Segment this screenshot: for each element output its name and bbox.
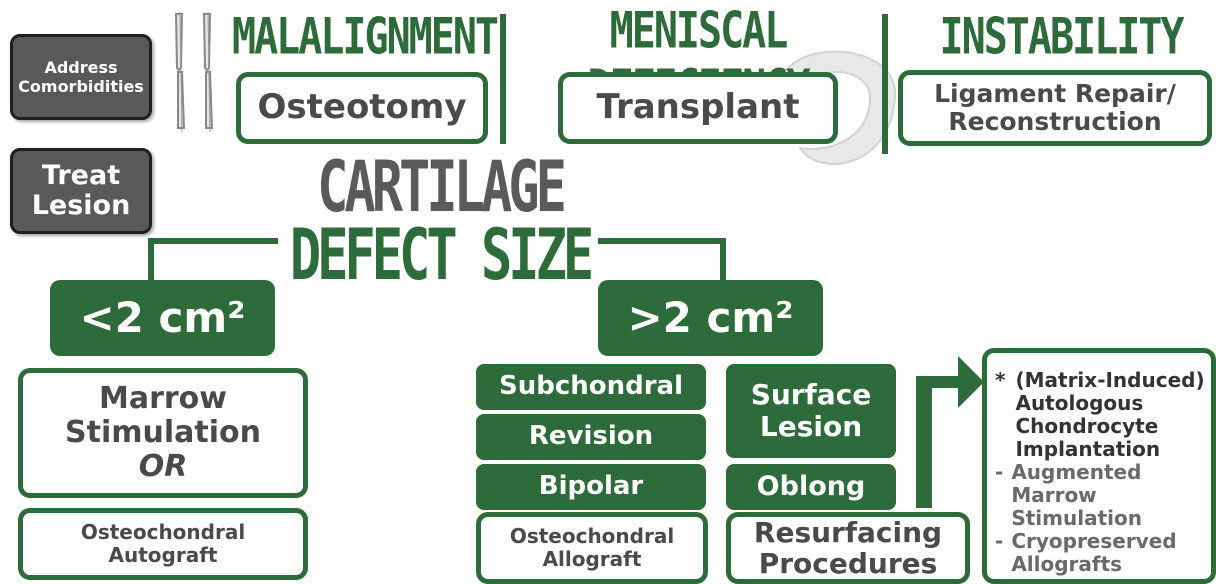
marrow-stimulation-box: Marrow Stimulation OR [18,368,308,498]
connector-line [598,238,726,244]
transplant-box: Transplant [558,72,838,144]
bipolar-label: Bipolar [539,473,643,500]
malalignment-heading: MALALIGNMENT [232,8,490,66]
marrow-stimulation-label: Marrow Stimulation [23,382,303,450]
resurfacing-procedures-label: Resurfacing Procedures [731,517,965,579]
options-list: * (Matrix-Induced) Autologous Chondrocyt… [995,369,1205,576]
arrow-right-icon [908,352,986,508]
augmented-marrow-label: Augmented Marrow Stimulation [1011,461,1205,530]
osteotomy-label: Osteotomy [257,90,466,126]
treat-lesion-button[interactable]: Treat Lesion [10,148,152,234]
revision-box: Revision [476,414,706,460]
small-defect-label: <2 cm² [50,280,275,356]
ligament-repair-label: Ligament Repair/ Reconstruction [903,80,1207,136]
transplant-label: Transplant [596,90,799,126]
oblong-label: Oblong [757,473,866,501]
separator-line [882,14,888,154]
surface-lesion-label: Surface Lesion [726,379,896,443]
ligament-repair-box: Ligament Repair/ Reconstruction [898,70,1212,146]
defect-size-title: DEFECT SIZE [270,216,610,297]
or-label: OR [139,450,188,484]
large-defect-text: >2 cm² [627,296,793,340]
connector-line [720,238,726,282]
subchondral-label: Subchondral [499,373,683,400]
address-comorbidities-button[interactable]: Address Comorbidities [10,34,152,120]
separator-line [500,14,506,144]
treat-lesion-label: Treat Lesion [13,161,149,221]
resurfacing-procedures-box: Resurfacing Procedures [726,512,970,584]
maci-label: (Matrix-Induced) Autologous Chondrocyte … [1015,369,1205,461]
connector-line [148,238,278,244]
dash-bullet: - [995,530,1003,576]
list-item: - Augmented Marrow Stimulation [995,461,1205,530]
surface-lesion-box: Surface Lesion [726,364,896,458]
osteochondral-autograft-label: Osteochondral Autograft [23,521,303,567]
osteochondral-allograft-box: Osteochondral Allograft [476,512,708,584]
cartilage-options-box: * (Matrix-Induced) Autologous Chondrocyt… [982,348,1216,584]
oblong-box: Oblong [726,464,896,510]
instability-heading: INSTABILITY [922,8,1200,66]
cryopreserved-allografts-label: Cryopreserved Allografts [1011,530,1205,576]
osteotomy-box: Osteotomy [236,72,488,144]
list-item: * (Matrix-Induced) Autologous Chondrocyt… [995,369,1205,461]
osteochondral-allograft-label: Osteochondral Allograft [481,525,703,571]
connector-line [148,238,154,282]
subchondral-box: Subchondral [476,364,706,410]
bipolar-box: Bipolar [476,464,706,510]
large-defect-label: >2 cm² [598,280,823,356]
address-comorbidities-label: Address Comorbidities [13,58,149,96]
small-defect-text: <2 cm² [79,296,245,340]
leg-alignment-xray-icon [168,10,226,135]
asterisk-bullet: * [995,369,1005,461]
dash-bullet: - [995,461,1003,530]
list-item: - Cryopreserved Allografts [995,530,1205,576]
revision-label: Revision [529,423,653,450]
osteochondral-autograft-box: Osteochondral Autograft [18,508,308,580]
